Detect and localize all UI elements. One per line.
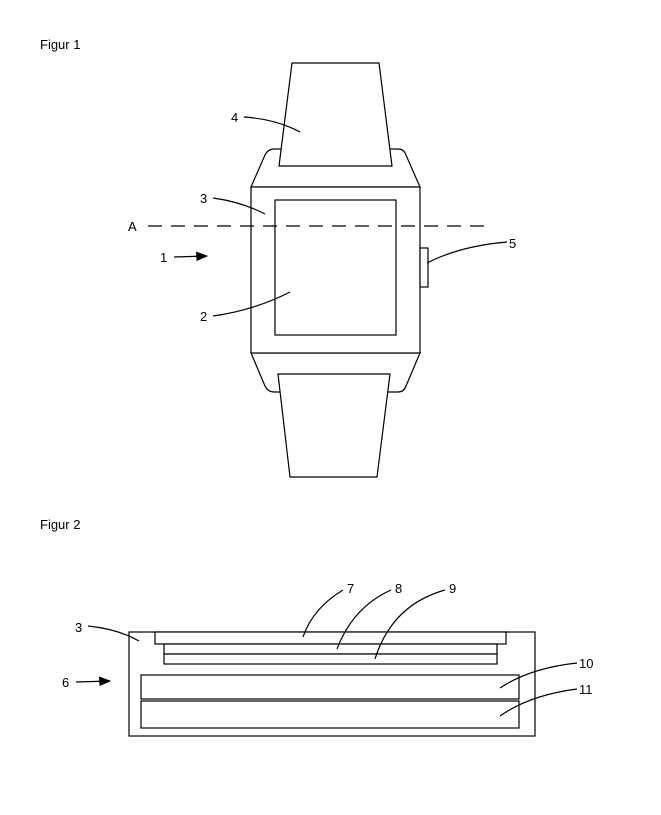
- strap-top: [278, 62, 393, 167]
- label-6: 6: [62, 675, 69, 690]
- label-9: 9: [449, 581, 456, 596]
- arrow-6: [75, 676, 112, 687]
- layer-7: [154, 631, 507, 645]
- leader-10: [499, 662, 578, 689]
- label-2: 2: [200, 309, 207, 324]
- layer-10: [140, 674, 520, 700]
- leader-9: [374, 589, 446, 660]
- label-11: 11: [579, 682, 593, 697]
- leader-2: [212, 291, 291, 317]
- section-label-a: A: [128, 219, 137, 234]
- layer-9: [163, 653, 498, 665]
- label-5: 5: [509, 236, 516, 251]
- watch-drawing: [148, 62, 493, 478]
- arrow-1: [173, 251, 209, 262]
- label-10: 10: [579, 656, 593, 671]
- label-3: 3: [200, 191, 207, 206]
- watch-display: [274, 199, 397, 336]
- label-7: 7: [347, 581, 354, 596]
- figure-1-title: Figur 1: [40, 37, 80, 52]
- cross-section-drawing: [128, 631, 536, 737]
- leader-3: [212, 197, 266, 215]
- label-1: 1: [160, 250, 167, 265]
- figure-2-title: Figur 2: [40, 517, 80, 532]
- leader-4: [243, 116, 301, 133]
- fig2-leader-3: [87, 625, 140, 642]
- watch-button: [419, 247, 429, 288]
- label-8: 8: [395, 581, 402, 596]
- layer-11: [140, 700, 520, 729]
- leader-5: [426, 241, 508, 264]
- strap-bottom: [277, 373, 391, 478]
- leader-7: [302, 589, 344, 638]
- layer-8: [163, 643, 498, 655]
- leader-11: [499, 688, 578, 717]
- fig2-label-3: 3: [75, 620, 82, 635]
- leader-8: [336, 589, 392, 650]
- label-4: 4: [231, 110, 238, 125]
